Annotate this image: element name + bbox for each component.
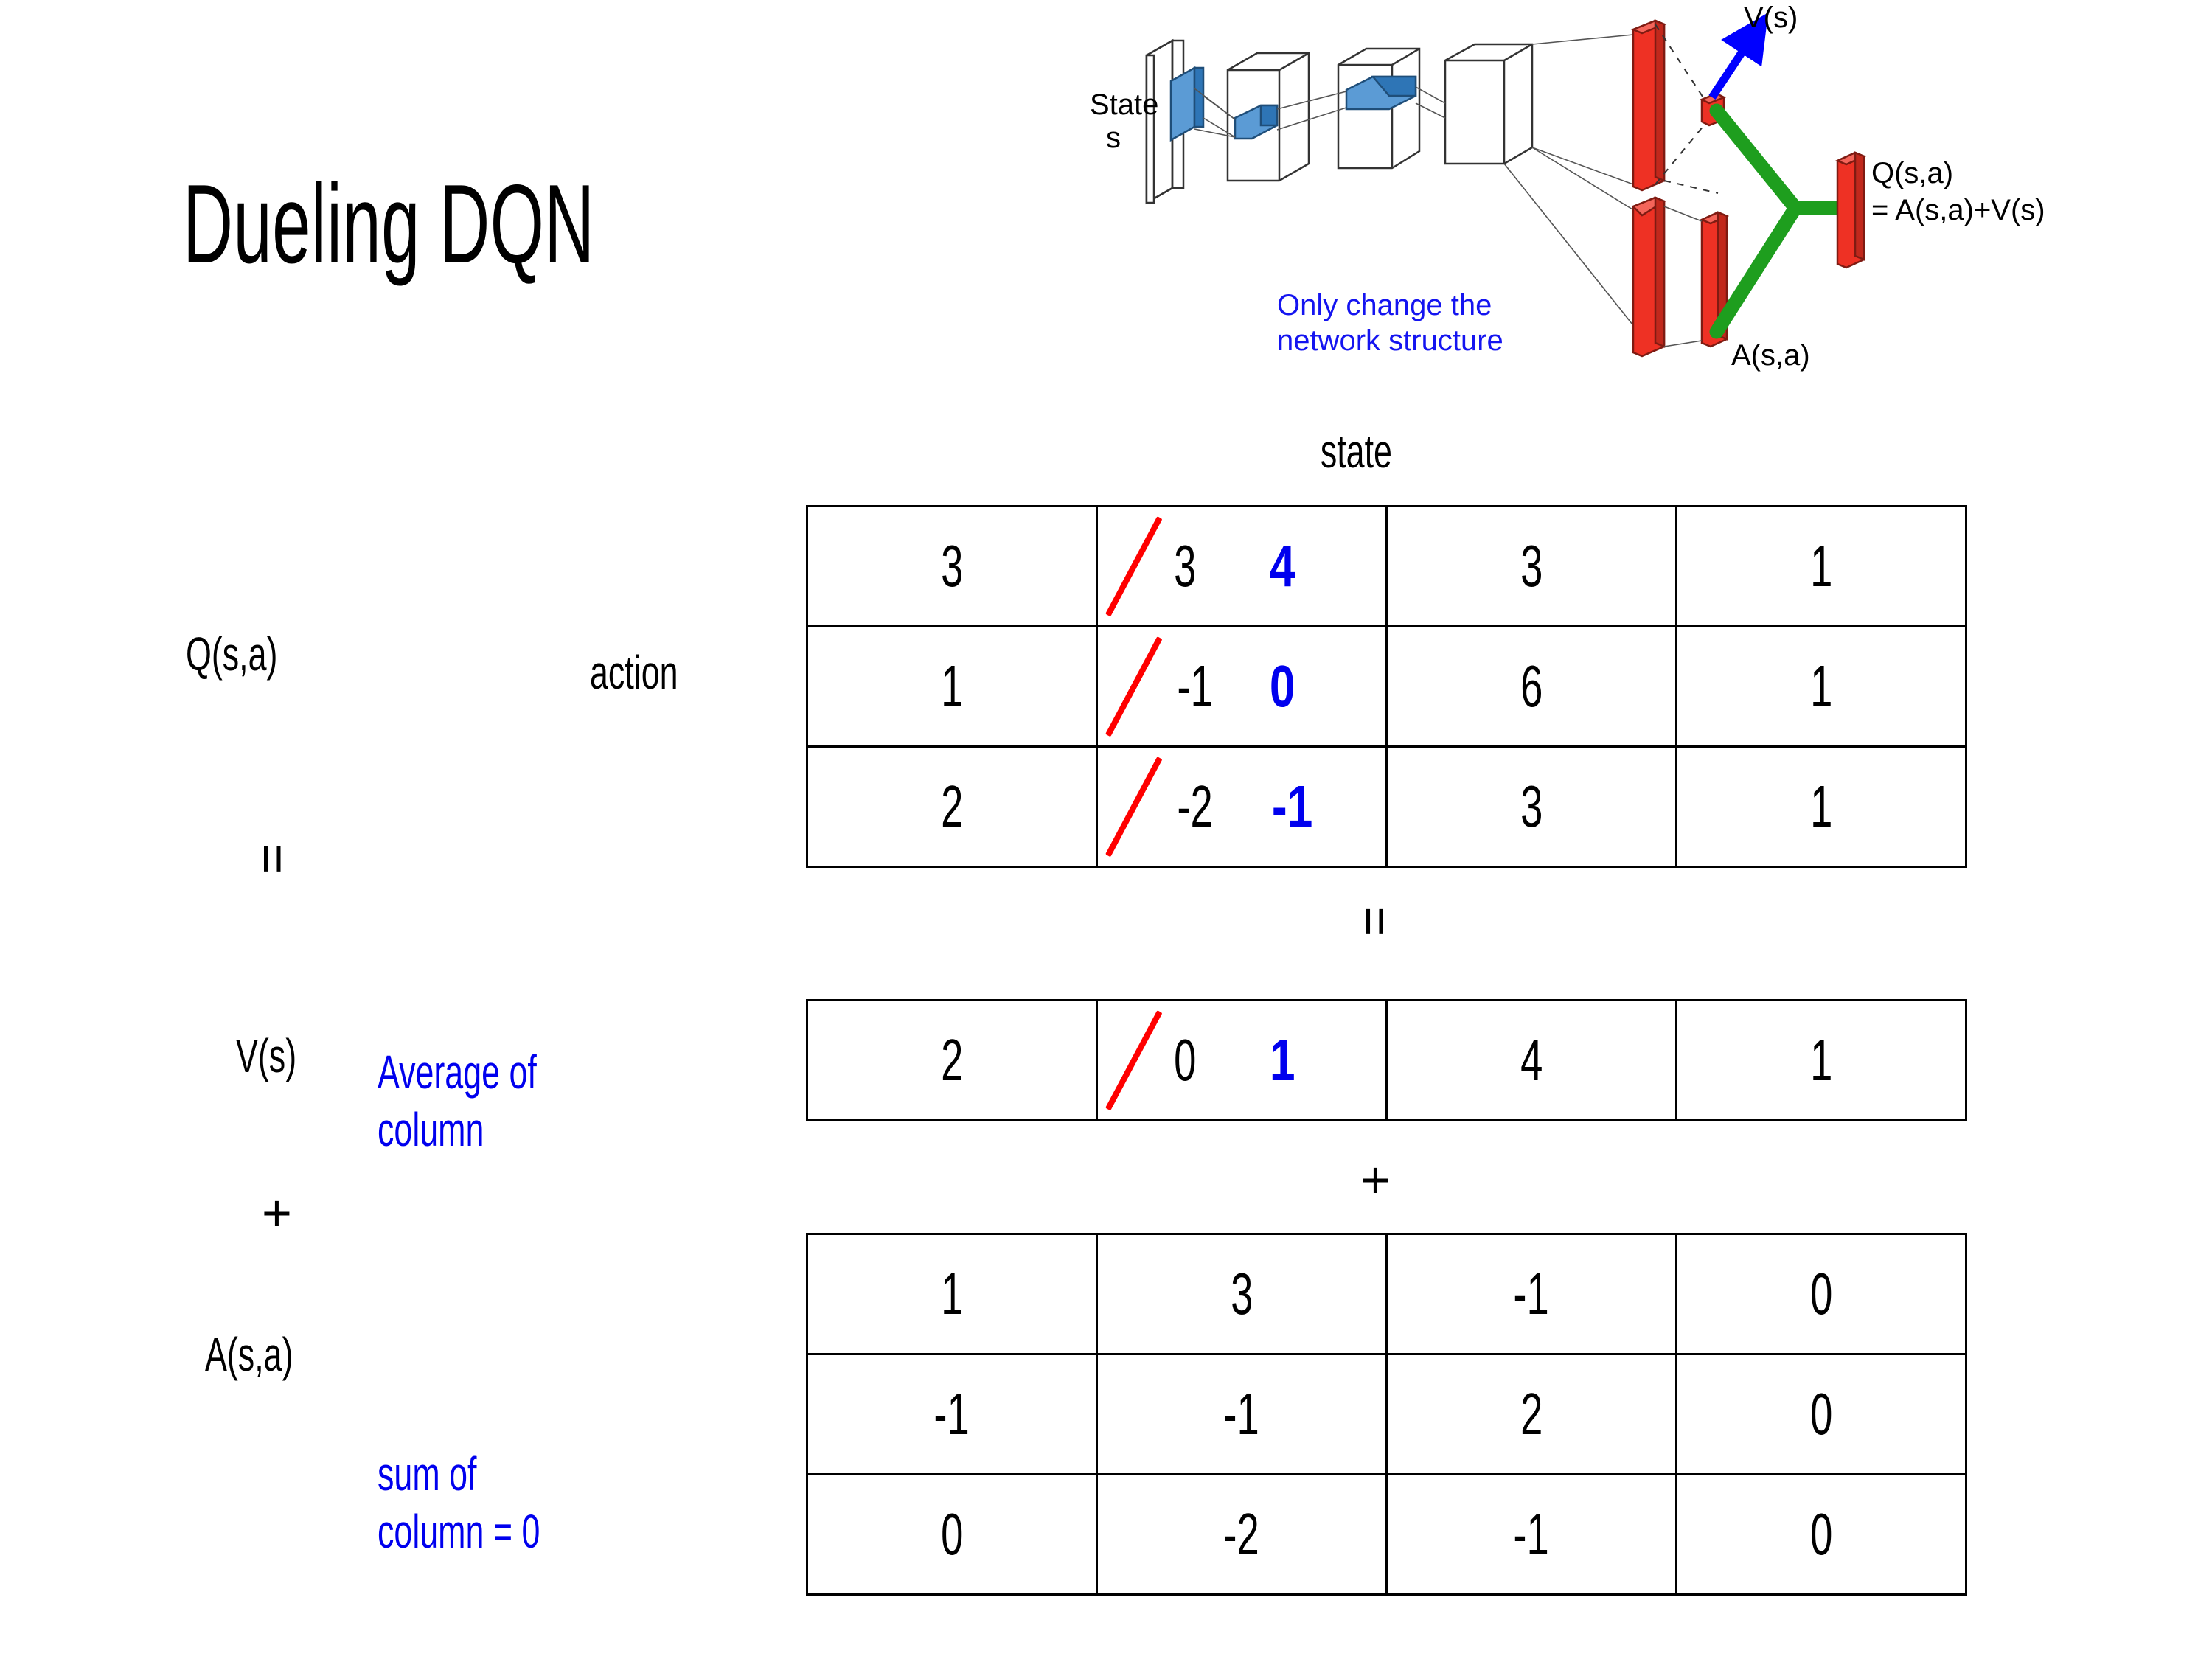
v-cell-new-value: 1 [1269, 1027, 1295, 1093]
diagram-a-label: A(s,a) [1731, 339, 1810, 372]
diagram-state-label: State s [1090, 88, 1158, 155]
q-cell-r0c2: 3 [1385, 505, 1677, 627]
q-cell-r0c1: 3 4 [1096, 505, 1388, 627]
a-cell-r0c1: 3 [1096, 1233, 1388, 1355]
q-cell-r2c0: 2 [806, 745, 1098, 868]
page-title: Dueling DQN [183, 161, 595, 287]
plus-operator-tables: + [1360, 1151, 1391, 1208]
v-table: 2 0 1 4 1 [806, 999, 1967, 1121]
q-label-line2: = A(s,a)+V(s) [1871, 194, 2045, 226]
dueling-network-diagram: State s Only change the network structur… [1084, 0, 2212, 413]
table-row: 1 -1 0 6 1 [806, 625, 1967, 748]
v-function-label: V(s) [236, 1029, 297, 1082]
table-row: 0 -2 -1 0 [806, 1473, 1967, 1596]
note-line2: network structure [1277, 324, 1503, 357]
a-cell-r0c0: 1 [806, 1233, 1098, 1355]
a-cell-r1c2: 2 [1385, 1353, 1677, 1475]
strikethrough-mark [1105, 757, 1163, 858]
q-cell-r0c3: 1 [1675, 505, 1967, 627]
q-table: 3 3 4 3 1 1 -1 0 6 1 2 -2 -1 [806, 505, 1967, 868]
diagram-q-label: Q(s,a) = A(s,a)+V(s) [1871, 155, 2045, 229]
state-label-line1: State [1090, 88, 1159, 121]
q-cell-r2c3: 1 [1675, 745, 1967, 868]
average-of-column-annotation: Average of column [378, 1046, 537, 1157]
action-axis-label: action [590, 646, 678, 699]
q-table-body: 3 3 4 3 1 1 -1 0 6 1 2 -2 -1 [806, 505, 1967, 868]
a-cell-r1c3: 0 [1675, 1353, 1967, 1475]
q-cell-new-value: 4 [1269, 533, 1295, 599]
a-cell-r1c1: -1 [1096, 1353, 1388, 1475]
diagram-note: Only change the network structure [1277, 288, 1503, 358]
network-diagram-svg [1145, 13, 1867, 358]
v-cell-c2: 4 [1385, 999, 1677, 1121]
a-cell-r2c3: 0 [1675, 1473, 1967, 1596]
v-table-body: 2 0 1 4 1 [806, 999, 1967, 1121]
q-label-line1: Q(s,a) [1871, 157, 1954, 189]
a-cell-r2c0: 0 [806, 1473, 1098, 1596]
q-cell-r2c2: 3 [1385, 745, 1677, 868]
a-cell-r2c2: -1 [1385, 1473, 1677, 1596]
a-cell-r1c0: -1 [806, 1353, 1098, 1475]
a-cell-r2c1: -2 [1096, 1473, 1388, 1596]
strikethrough-mark [1105, 516, 1163, 617]
v-cell-c0: 2 [806, 999, 1098, 1121]
v-cell-c1: 0 1 [1096, 999, 1388, 1121]
plus-operator-left: + [262, 1184, 292, 1242]
v-cell-c3: 1 [1675, 999, 1967, 1121]
equals-operator-left: = [244, 844, 302, 874]
state-axis-label: state [1320, 425, 1392, 478]
q-cell-r1c3: 1 [1675, 625, 1967, 748]
q-cell-old-value: 3 [1174, 533, 1197, 599]
q-cell-old-value: -1 [1177, 653, 1213, 719]
a-cell-r0c2: -1 [1385, 1233, 1677, 1355]
v-cell-old-value: 0 [1174, 1027, 1197, 1093]
q-function-label: Q(s,a) [186, 627, 278, 681]
note-line1: Only change the [1277, 289, 1492, 321]
diagram-v-label: V(s) [1744, 1, 1798, 34]
q-cell-new-value: 0 [1269, 653, 1295, 719]
a-table: 1 3 -1 0 -1 -1 2 0 0 -2 -1 0 [806, 1233, 1967, 1596]
strikethrough-mark [1105, 636, 1163, 737]
q-cell-new-value: -1 [1271, 773, 1313, 839]
q-cell-r1c2: 6 [1385, 625, 1677, 748]
table-row: 2 0 1 4 1 [806, 999, 1967, 1121]
q-cell-r2c1: -2 -1 [1096, 745, 1388, 868]
q-cell-r0c0: 3 [806, 505, 1098, 627]
a-cell-r0c3: 0 [1675, 1233, 1967, 1355]
q-cell-r1c1: -1 0 [1096, 625, 1388, 748]
strikethrough-mark [1105, 1010, 1163, 1111]
state-label-line2: s [1106, 121, 1121, 154]
table-row: 1 3 -1 0 [806, 1233, 1967, 1355]
table-row: 2 -2 -1 3 1 [806, 745, 1967, 868]
a-table-body: 1 3 -1 0 -1 -1 2 0 0 -2 -1 0 [806, 1233, 1967, 1596]
a-function-label: A(s,a) [205, 1328, 293, 1381]
equals-operator-tables: = [1346, 906, 1405, 937]
table-row: 3 3 4 3 1 [806, 505, 1967, 627]
table-row: -1 -1 2 0 [806, 1353, 1967, 1475]
sum-of-column-annotation: sum of column = 0 [378, 1447, 540, 1559]
q-cell-old-value: -2 [1177, 773, 1213, 839]
q-cell-r1c0: 1 [806, 625, 1098, 748]
